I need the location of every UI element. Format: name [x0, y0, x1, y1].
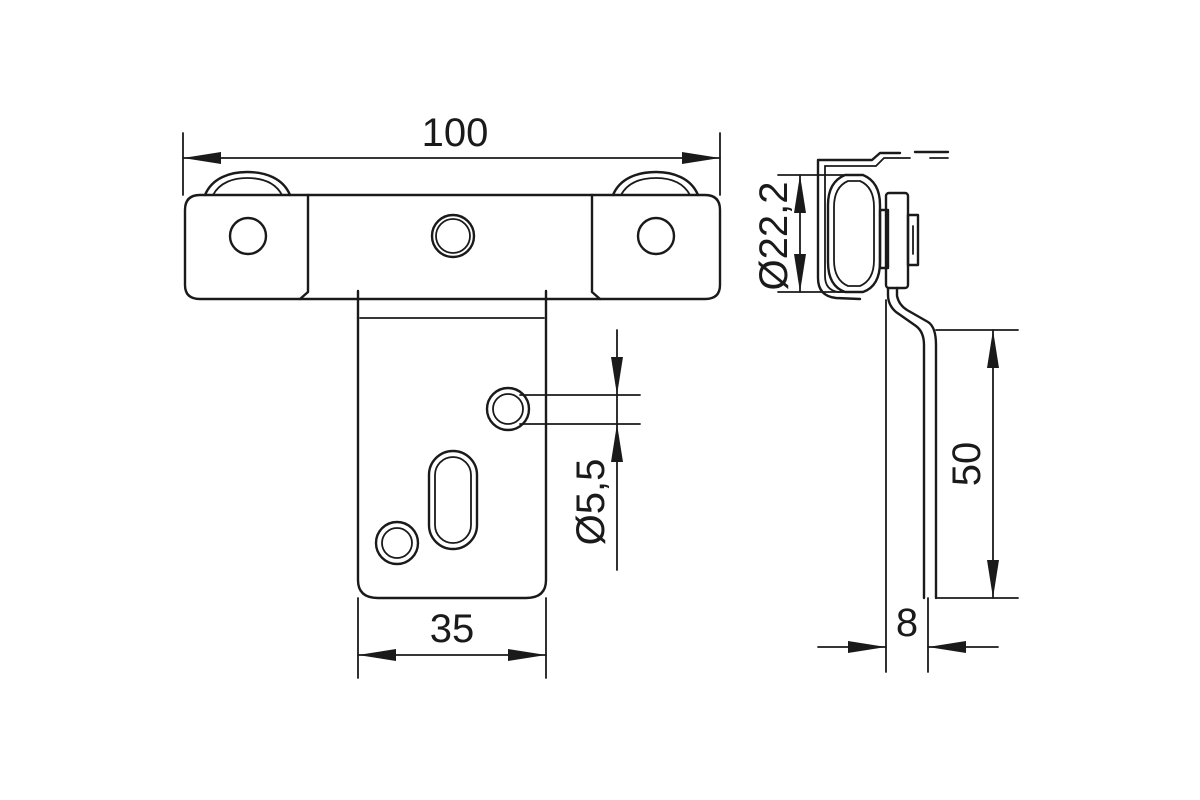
offset-label: 8 [896, 601, 918, 645]
center-mount-hole [430, 213, 476, 259]
plate-hole-upper [485, 386, 531, 432]
rail-hook [816, 150, 950, 301]
right-wheel-top [611, 170, 700, 197]
plate-width-label: 35 [430, 607, 475, 651]
side-wheel [826, 173, 882, 294]
plate-height-label: 50 [945, 442, 989, 487]
dimension-wheel-diameter: Ø22,2 [752, 174, 851, 293]
bracket-bar [183, 193, 722, 301]
hole-diameter-label: Ø5,5 [569, 459, 613, 546]
axle-nut [884, 191, 910, 290]
wheel-diameter-label: Ø22,2 [752, 182, 796, 291]
dimension-plate-height: 50 [935, 329, 1019, 599]
dimension-offset: 8 [817, 601, 999, 653]
plate-slot [427, 449, 479, 551]
dimension-plate-width: 35 [357, 597, 547, 679]
left-wheel-top [203, 170, 292, 197]
side-view [816, 150, 950, 673]
vertical-plate [356, 289, 548, 600]
plate-hole-lower [374, 520, 420, 566]
dimension-hole-diameter: Ø5,5 [519, 329, 641, 571]
side-bracket-plate [886, 286, 926, 600]
front-view [183, 170, 722, 600]
total-width-label: 100 [422, 111, 489, 155]
dimension-total-width: 100 [182, 111, 721, 196]
right-mount-hole [636, 216, 676, 256]
left-mount-hole [228, 216, 268, 256]
